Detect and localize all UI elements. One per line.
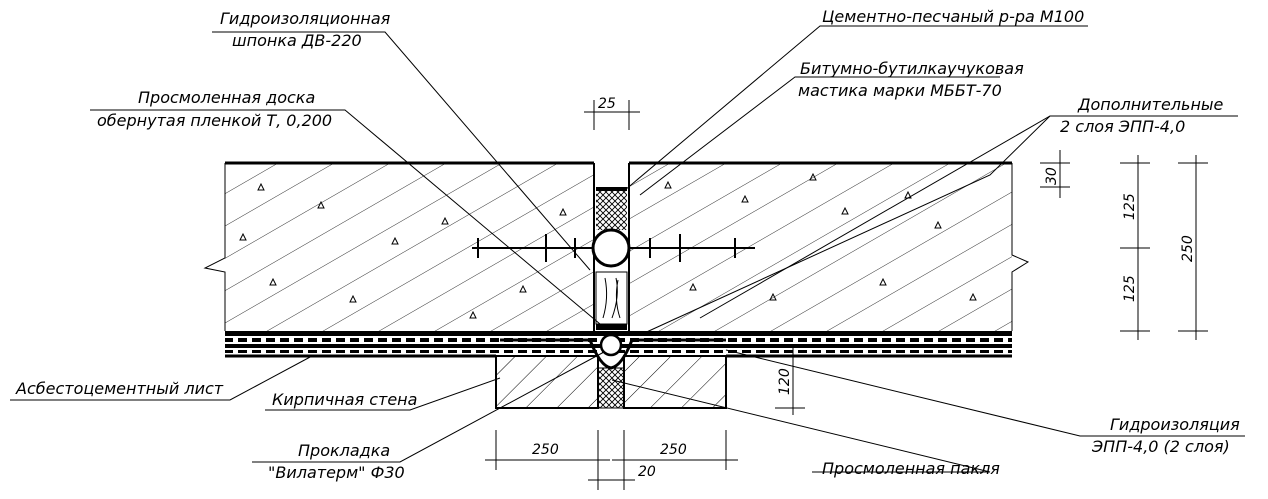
label-mastic-line2: мастика марки МББТ-70 <box>798 81 1002 100</box>
label-waterproof-line2: ЭПП-4,0 (2 слоя) <box>1091 437 1230 456</box>
dim-lower-half: 125 <box>1122 275 1138 302</box>
dim-right-width: 250 <box>660 442 687 458</box>
label-waterproof-line1: Гидроизоляция <box>1110 415 1240 434</box>
brick-wall <box>495 355 727 409</box>
label-shponka-line2: шпонка ДВ-220 <box>232 31 362 50</box>
label-extra-line2: 2 слоя ЭПП-4,0 <box>1060 117 1185 136</box>
label-extra-line1: Дополнительные <box>1077 95 1224 114</box>
label-oakum: Просмоленная пакля <box>822 459 1000 478</box>
dim-left-width: 250 <box>532 442 559 458</box>
leader-lines <box>10 25 1245 473</box>
dim-top-layer: 30 <box>1044 167 1060 185</box>
dim-pad: 120 <box>777 368 793 395</box>
aggregate-marks <box>239 172 977 319</box>
label-shponka-line1: Гидроизоляционная <box>220 9 391 28</box>
waterproof-layers <box>225 331 1012 370</box>
label-board-line1: Просмоленная доска <box>138 88 315 107</box>
dim-joint: 20 <box>638 464 656 480</box>
label-gasket-line1: Прокладка <box>298 441 390 460</box>
label-mortar: Цементно-песчаный р-ра М100 <box>822 7 1084 26</box>
label-gasket-line2: "Вилатерм" Ф30 <box>268 463 405 482</box>
label-mastic-line1: Битумно-бутилкаучуковая <box>800 59 1024 78</box>
dim-gap: 25 <box>598 96 616 112</box>
label-board-line2: обернутая пленкой Т, 0,200 <box>97 111 332 130</box>
label-brick: Кирпичная стена <box>272 390 417 409</box>
label-asbestos: Асбестоцементный лист <box>15 379 224 398</box>
dimension-lines <box>485 100 1208 490</box>
dim-total: 250 <box>1180 235 1196 262</box>
waterstop <box>472 228 755 268</box>
dim-upper-half: 125 <box>1122 193 1138 220</box>
